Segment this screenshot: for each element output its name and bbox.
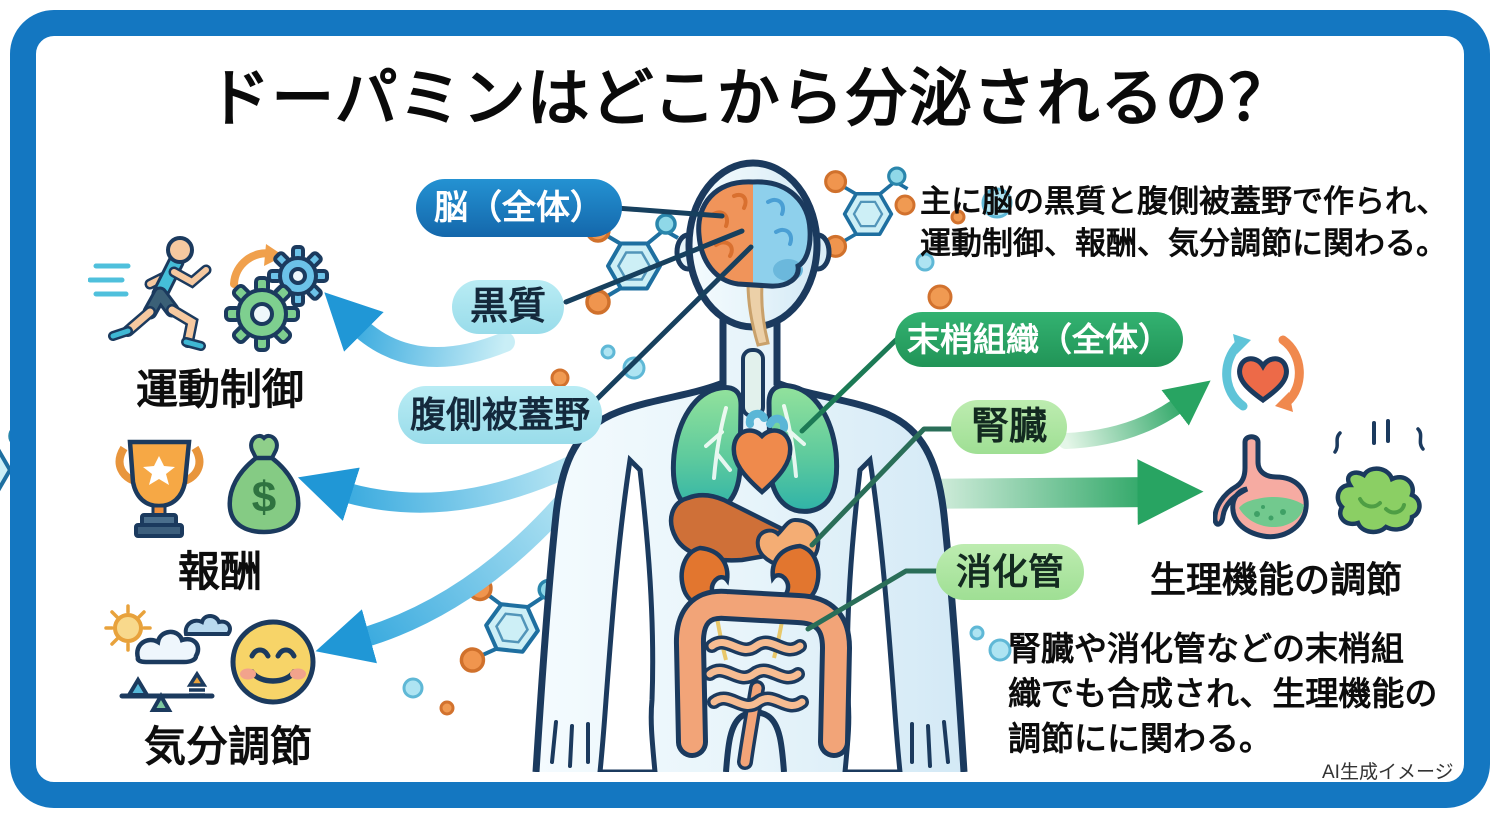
note-peripheral-sources: 腎臓や消化管などの末梢組 織でも合成され、生理機能の 調節にに関わる。	[1008, 626, 1437, 761]
note-peripheral-line1: 腎臓や消化管などの末梢組	[1008, 630, 1404, 667]
trachea	[741, 348, 765, 418]
gears-icon	[224, 244, 329, 352]
function-mood-regulation: 気分調節	[143, 723, 312, 770]
note-brain-line2: 運動制御、報酬、気分調節に関わる。	[920, 226, 1447, 261]
function-motor-control: 運動制御	[135, 366, 304, 413]
label-brain-whole: 脳（全体）	[416, 179, 622, 237]
smiley-face-icon	[230, 619, 316, 705]
brain	[696, 179, 813, 347]
running-person-icon	[88, 236, 212, 351]
label-ventral-tegmental-area: 腹側被蓋野	[398, 386, 603, 444]
leader-lines	[563, 204, 954, 632]
bottom-cut-strip	[380, 772, 1120, 788]
intestines	[674, 588, 852, 770]
function-reward: 報酬	[177, 548, 262, 595]
weather-balance-icon	[104, 604, 232, 712]
label-digestive-tract: 消化管	[936, 544, 1085, 600]
label-substantia-nigra: 黒質	[452, 280, 565, 334]
brainstem	[746, 281, 770, 347]
ai-generated-credit: AI生成イメージ	[1322, 762, 1454, 783]
heart	[731, 409, 793, 496]
gut-blob-icon	[1333, 419, 1425, 535]
arrow-to-circulation	[1058, 380, 1211, 449]
label-peripheral-whole: 末梢組織（全体）	[895, 312, 1183, 367]
function-physiological-regulation: 生理機能の調節	[1150, 559, 1403, 600]
note-brain-sources: 主に脳の黒質と腹側被蓋野で作られ、 運動制御、報酬、気分調節に関わる。	[920, 181, 1447, 265]
note-peripheral-line2: 織でも合成され、生理機能の	[1008, 675, 1438, 712]
stomach-icon	[1213, 434, 1309, 540]
dollar-sign: $	[252, 473, 276, 522]
note-peripheral-line3: 調節にに関わる。	[1008, 720, 1272, 757]
circulation-heart-icon	[1222, 334, 1304, 412]
arrow-to-motor-control	[324, 292, 515, 367]
label-kidney: 腎臓	[951, 400, 1068, 454]
page-title: ドーパミンはどこから分泌されるの？	[207, 64, 1293, 134]
money-bag-icon: $	[227, 433, 301, 535]
trophy-icon	[115, 439, 204, 538]
note-brain-line1: 主に脳の黒質と腹側被蓋野で作られ、	[920, 184, 1448, 219]
